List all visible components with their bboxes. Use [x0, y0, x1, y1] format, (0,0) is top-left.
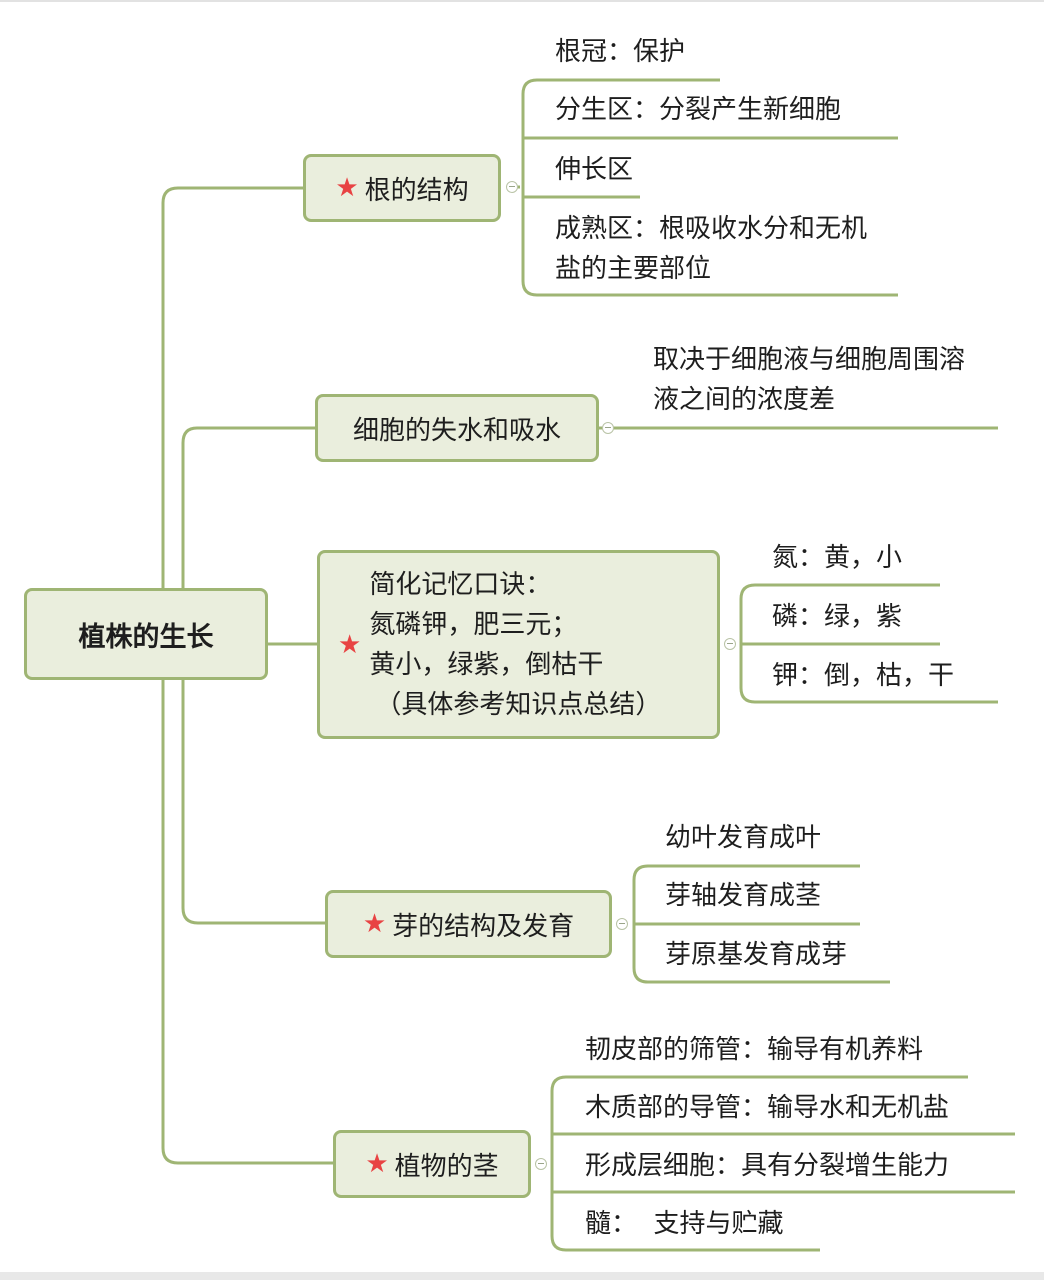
mnemonic-line: 简化记忆口诀： [369, 569, 552, 600]
leaf-concentration[interactable]: 取决于细胞液与细胞周围溶液之间的浓度差 [653, 345, 966, 415]
branch-root-structure[interactable]: ★ 根的结构 [303, 154, 501, 222]
leaf-meristem[interactable]: 分生区：分裂产生新细胞 [555, 95, 842, 125]
branch-cell-water[interactable]: 细胞的失水和吸水 [315, 394, 599, 462]
leaf-young-leaf[interactable]: 幼叶发育成叶 [665, 823, 822, 853]
leaf-phosphorus[interactable]: 磷：绿，紫 [772, 602, 903, 632]
collapse-toggle-icon[interactable] [506, 181, 518, 193]
top-border [0, 0, 1044, 2]
star-icon: ★ [338, 629, 362, 660]
branch-label: 植物的茎 [394, 1151, 499, 1182]
mnemonic-text: 简化记忆口诀： 氮磷钾，肥三元； 黄小，绿紫，倒枯干 （具体参考知识点总结） [369, 565, 661, 725]
collapse-toggle-icon[interactable] [724, 638, 736, 650]
star-icon: ★ [335, 173, 359, 203]
mnemonic-line: 氮磷钾，肥三元； [369, 609, 578, 640]
collapse-toggle-icon[interactable] [535, 1158, 547, 1170]
star-icon: ★ [365, 1149, 389, 1179]
leaf-potassium[interactable]: 钾：倒，枯，干 [772, 661, 955, 691]
collapse-toggle-icon[interactable] [602, 422, 614, 434]
mnemonic-line: 黄小，绿紫，倒枯干 [369, 649, 604, 680]
branch-plant-stem[interactable]: ★ 植物的茎 [333, 1130, 531, 1198]
branch-label: 根的结构 [364, 175, 469, 206]
leaf-root-cap[interactable]: 根冠：保护 [555, 37, 686, 67]
star-icon: ★ [362, 909, 387, 939]
root-label: 植株的生长 [78, 621, 214, 653]
branch-fertilizer-mnemonic[interactable]: ★ 简化记忆口诀： 氮磷钾，肥三元； 黄小，绿紫，倒枯干 （具体参考知识点总结） [317, 550, 720, 739]
leaf-maturation[interactable]: 成熟区：根吸收水分和无机盐的主要部位 [555, 214, 868, 284]
bottom-border [0, 1272, 1044, 1280]
leaf-nitrogen[interactable]: 氮：黄，小 [772, 543, 903, 573]
collapse-toggle-icon[interactable] [616, 918, 628, 930]
leaf-elongation[interactable]: 伸长区 [555, 155, 634, 185]
leaf-cambium[interactable]: 形成层细胞：具有分裂增生能力 [585, 1151, 950, 1181]
branch-label: 细胞的失水和吸水 [352, 415, 561, 446]
branch-bud-structure[interactable]: ★ 芽的结构及发育 [325, 890, 612, 958]
leaf-phloem[interactable]: 韧皮部的筛管：输导有机养料 [585, 1035, 924, 1065]
root-node[interactable]: 植株的生长 [24, 588, 268, 680]
leaf-pith[interactable]: 髓： 支持与贮藏 [585, 1209, 784, 1239]
leaf-bud-primordium[interactable]: 芽原基发育成芽 [665, 940, 848, 970]
leaf-xylem[interactable]: 木质部的导管：输导水和无机盐 [585, 1093, 950, 1123]
mnemonic-line: （具体参考知识点总结） [375, 689, 662, 720]
branch-label: 芽的结构及发育 [392, 911, 575, 942]
leaf-bud-axis[interactable]: 芽轴发育成茎 [665, 881, 822, 911]
